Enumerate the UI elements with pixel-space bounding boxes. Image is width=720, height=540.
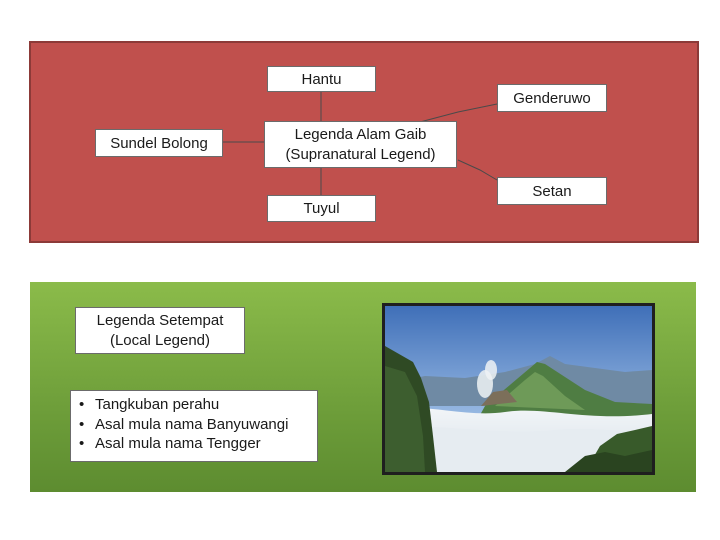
center-title-line2: (Supranatural Legend) bbox=[285, 145, 436, 163]
local-legend-list: Tangkuban perahu Asal mula nama Banyuwan… bbox=[70, 390, 318, 462]
local-title-line2: (Local Legend) bbox=[109, 331, 211, 349]
node-tuyul-label: Tuyul bbox=[303, 200, 340, 217]
node-supernatural-legend: Legenda Alam Gaib (Supranatural Legend) bbox=[264, 121, 457, 168]
mountain-landscape-photo bbox=[382, 303, 655, 475]
list-item: Tangkuban perahu bbox=[79, 395, 317, 415]
list-item: Asal mula nama Banyuwangi bbox=[79, 415, 317, 435]
node-hantu-label: Hantu bbox=[301, 70, 342, 88]
node-hantu: Hantu bbox=[267, 66, 376, 92]
node-setan-label: Setan bbox=[532, 182, 572, 200]
node-local-legend: Legenda Setempat (Local Legend) bbox=[75, 307, 245, 354]
node-genderuwo-label: Genderuwo bbox=[513, 89, 591, 107]
center-title-line1: Legenda Alam Gaib bbox=[294, 125, 427, 143]
local-title-line1: Legenda Setempat bbox=[96, 311, 224, 329]
node-setan: Setan bbox=[497, 177, 607, 205]
node-tuyul: Tuyul bbox=[267, 195, 376, 222]
mountain-landscape-icon bbox=[385, 306, 652, 472]
node-genderuwo: Genderuwo bbox=[497, 84, 607, 112]
node-sundel-bolong-label: Sundel Bolong bbox=[110, 134, 208, 152]
list-item: Asal mula nama Tengger bbox=[79, 434, 317, 454]
node-sundel-bolong: Sundel Bolong bbox=[95, 129, 223, 157]
